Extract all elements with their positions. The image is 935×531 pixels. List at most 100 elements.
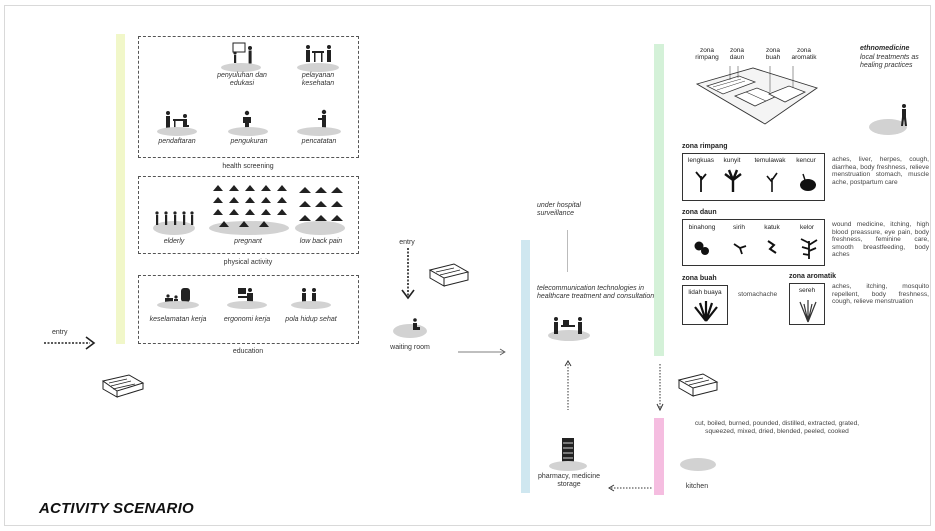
ergonomic-icon xyxy=(238,288,253,302)
education-caption: education xyxy=(232,348,264,355)
elderly-exercise-icon xyxy=(155,211,194,225)
pengukuran-label: pengukuran xyxy=(230,138,268,145)
plant-name: sereh xyxy=(798,287,816,294)
healthy-lifestyle-icon xyxy=(302,288,316,303)
sirih-icon xyxy=(733,243,747,255)
penyuluhan-label: penyuluhan dan edukasi xyxy=(217,72,267,87)
floor-shadow xyxy=(297,63,339,72)
physical-activity-box: elderly pregnant low back pain xyxy=(138,176,359,254)
rimpang-description: aches, liver, herpes, cough, diarrhea, b… xyxy=(832,156,929,186)
zone-aromatik-top: zona aromatik xyxy=(791,47,817,61)
floor-shadow xyxy=(297,127,341,136)
ethnomedicine-subtitle: local treatments as healing practices xyxy=(860,54,919,69)
back-pain-exercise-icon xyxy=(299,187,343,221)
consultation-shadow xyxy=(548,330,590,341)
pendaftaran-label: pendaftaran xyxy=(158,138,196,145)
floor-shadow xyxy=(221,63,261,72)
buah-title: zona buah xyxy=(682,275,717,282)
entry-arrow-down xyxy=(401,248,415,300)
ergonomi-label: ergonomi kerja xyxy=(223,316,271,323)
pregnant-label: pregnant xyxy=(234,238,262,245)
ethnomedicine-title: ethnomedicine xyxy=(860,45,910,52)
daun-description: wound medicine, itching, high blood prea… xyxy=(832,221,929,259)
plant-name: kunyit xyxy=(723,157,741,164)
surveillance-line xyxy=(567,230,568,272)
floor-shadow xyxy=(295,221,345,235)
entry-label-middle: entry xyxy=(399,239,415,246)
kitchen-label: kitchen xyxy=(685,483,709,490)
green-zone-bar xyxy=(654,44,664,356)
education-box: keselamatan kerja ergonomi kerja pola hi… xyxy=(138,275,359,344)
safety-icon xyxy=(165,288,190,302)
rimpang-plant-box: lengkuas kunyit temulawak kencur xyxy=(682,153,825,201)
plant-name: sirih xyxy=(733,224,745,231)
plant-name: binahong xyxy=(688,224,716,231)
medicine-cabinet-icon xyxy=(562,438,574,464)
binahong-icon xyxy=(694,241,709,255)
pharmacy-label: pharmacy, medicine storage xyxy=(537,473,601,488)
plant-name: lengkuas xyxy=(687,157,715,164)
health-screening-caption: health screening xyxy=(222,163,274,170)
physical-activity-caption: physical activity xyxy=(223,259,273,266)
aromatik-plant-box: sereh xyxy=(789,283,825,325)
consultation-icon xyxy=(306,45,331,62)
buah-plant-box: lidah buaya xyxy=(682,285,728,325)
aromatik-title: zona aromatik xyxy=(789,273,837,280)
lidah-buaya-icon xyxy=(694,301,718,322)
plant-name: lidah buaya xyxy=(688,289,722,296)
garden-shadow xyxy=(869,119,907,135)
yellow-zone-bar xyxy=(116,34,125,344)
temulawak-icon xyxy=(766,172,778,192)
page-title: ACTIVITY SCENARIO xyxy=(39,500,194,517)
recording-icon xyxy=(318,109,327,129)
telecom-label: telecommunication technologies in health… xyxy=(537,285,655,300)
seated-person-icon xyxy=(413,318,420,330)
floor-shadow xyxy=(157,301,199,309)
registration-icon xyxy=(166,111,189,129)
zone-rimpang-top: zona rimpang xyxy=(695,47,719,61)
measurement-icon xyxy=(243,110,251,130)
building-pictogram xyxy=(101,374,145,398)
pink-zone-bar xyxy=(654,418,664,495)
blue-zone-bar xyxy=(521,240,530,493)
plant-name: kelor xyxy=(799,224,815,231)
building-pictogram xyxy=(677,373,719,397)
kitchen-process-text: cut, boiled, burned, pounded, distilled,… xyxy=(694,420,860,435)
canvas-frame xyxy=(4,5,931,526)
building-pictogram xyxy=(428,263,470,287)
zone-daun-top: zona daun xyxy=(729,47,745,61)
kitchen-shadow xyxy=(680,458,716,471)
telecom-consultation-icon xyxy=(554,317,582,334)
floor-shadow xyxy=(228,127,268,136)
kelor-icon xyxy=(800,238,818,259)
pharmacy-shadow xyxy=(549,461,587,471)
walking-person-icon xyxy=(901,104,907,126)
kunyit-icon xyxy=(724,169,742,192)
surveillance-label: under hospital surveillance xyxy=(537,202,581,217)
pola-hidup-label: pola hidup sehat xyxy=(285,316,337,323)
daun-plant-box: binahong sirih katuk kelor xyxy=(682,219,825,266)
floor-shadow xyxy=(291,301,331,309)
pencatatan-label: pencatatan xyxy=(301,138,337,145)
plant-name: katuk xyxy=(764,224,780,231)
floor-shadow xyxy=(227,301,267,309)
arrow-kitchen-to-pharmacy xyxy=(608,484,652,492)
dotted-arrow-up xyxy=(564,360,572,410)
entry-arrow-left xyxy=(44,336,96,350)
katuk-icon xyxy=(767,240,777,254)
keselamatan-label: keselamatan kerja xyxy=(149,316,207,323)
zone-buah-top: zona buah xyxy=(765,47,781,61)
garden-plan-illustration xyxy=(695,66,819,125)
entry-label-left: entry xyxy=(52,329,68,336)
arrow-to-hospital xyxy=(458,348,506,356)
waiting-room-label: waiting room xyxy=(390,344,430,351)
dotted-arrow-down xyxy=(656,364,664,412)
plant-name: kencur xyxy=(796,157,816,164)
presenter-icon xyxy=(232,42,252,64)
sereh-icon xyxy=(799,300,817,323)
rimpang-title: zona rimpang xyxy=(682,143,728,150)
aromatik-description: aches, itching, mosquito repellent, body… xyxy=(832,283,929,306)
floor-shadow xyxy=(157,127,197,136)
health-screening-box: penyuluhan dan edukasi pelayanan kesehat… xyxy=(138,36,359,158)
plant-name: temulawak xyxy=(754,157,786,164)
